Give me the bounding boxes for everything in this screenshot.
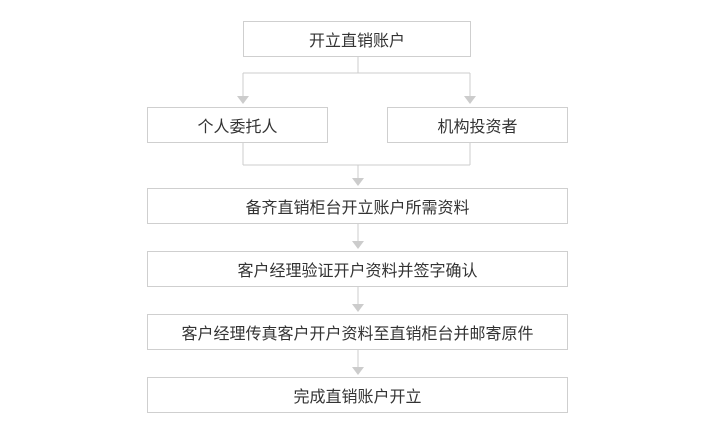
- arrow-down-icon: [464, 96, 476, 104]
- arrow-down-icon: [352, 178, 364, 186]
- step-open-account: 开立直销账户: [243, 21, 471, 57]
- arrow-down-icon: [352, 304, 364, 312]
- step-complete: 完成直销账户开立: [147, 377, 568, 413]
- step-fax-and-mail: 客户经理传真客户开户资料至直销柜台并邮寄原件: [147, 314, 568, 350]
- step-prepare-documents: 备齐直销柜台开立账户所需资料: [147, 188, 568, 224]
- branch-institution: 机构投资者: [387, 107, 568, 143]
- arrow-down-icon: [352, 241, 364, 249]
- arrow-down-icon: [237, 96, 249, 104]
- branch-individual: 个人委托人: [147, 107, 328, 143]
- step-verify-documents: 客户经理验证开户资料并签字确认: [147, 251, 568, 287]
- arrow-down-icon: [352, 367, 364, 375]
